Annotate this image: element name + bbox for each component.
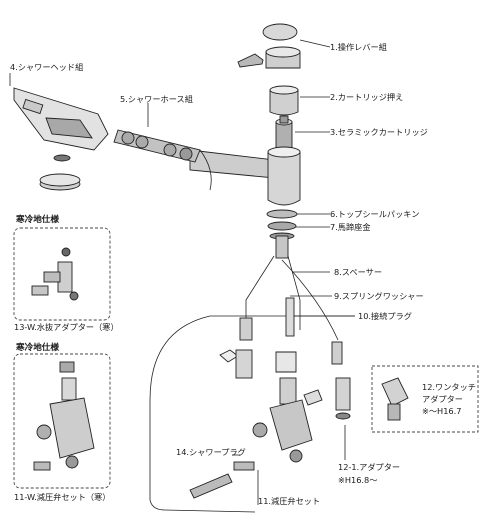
label-ceramic-cartridge: 3.セラミックカートリッジ xyxy=(330,127,428,137)
label-connection-plug: 10.接続プラグ xyxy=(358,311,412,321)
cartridge-press xyxy=(269,85,299,116)
label-cartridge-press: 2.カートリッジ押え xyxy=(330,92,403,102)
label-pressure-valve-set-cold: 11-W.減圧弁セット（寒） xyxy=(14,492,111,502)
label-drain-adapter-cold: 13-W.水抜アダプター（寒） xyxy=(14,322,119,332)
section-headers: 寒冷地仕様 寒冷地仕様 xyxy=(15,213,59,353)
label-one-touch-note: ※～H16.7 xyxy=(422,406,461,416)
faucet-body xyxy=(189,146,301,259)
label-shower-hose: 5.シャワーホース組 xyxy=(120,94,193,104)
label-one-touch: 12.ワンタッチ xyxy=(422,382,476,392)
label-adapter: 12-1.アダプター xyxy=(338,462,400,472)
pressure-valve-set xyxy=(189,349,351,499)
header-cold-region-2: 寒冷地仕様 xyxy=(15,341,59,353)
label-lever-assembly: 1.操作レバー組 xyxy=(330,42,387,52)
drain-adapter-cold xyxy=(13,227,111,321)
shower-hose-assembly xyxy=(113,129,212,191)
label-adapter-note: ※H16.8～ xyxy=(338,475,377,485)
label-spring-washer: 9.スプリングワッシャー xyxy=(334,291,424,301)
label-pressure-valve-set: 11.減圧弁セット xyxy=(258,496,320,506)
pressure-valve-set-cold xyxy=(13,353,111,489)
label-spacer: 8.スペーサー xyxy=(334,267,382,277)
one-touch-adapter xyxy=(371,365,479,433)
lever-handle-assembly xyxy=(237,23,301,69)
ceramic-cartridge xyxy=(275,115,293,149)
label-shower-plug: 14.シャワープラグ xyxy=(176,447,246,457)
part-labels: 1.操作レバー組 2.カートリッジ押え 3.セラミックカートリッジ 4.シャワー… xyxy=(10,42,476,506)
shower-head-assembly xyxy=(13,87,109,191)
label-one-touch-adapter: アダプター xyxy=(422,394,463,404)
label-shower-head: 4.シャワーヘッド組 xyxy=(10,62,83,72)
leader-lines xyxy=(9,39,355,513)
supply-tubes xyxy=(239,255,343,365)
label-top-seal-packing: 6.トップシールパッキン xyxy=(330,209,419,219)
label-horseshoe-washer: 7.馬蹄座金 xyxy=(330,222,371,232)
header-cold-region-1: 寒冷地仕様 xyxy=(15,213,59,225)
